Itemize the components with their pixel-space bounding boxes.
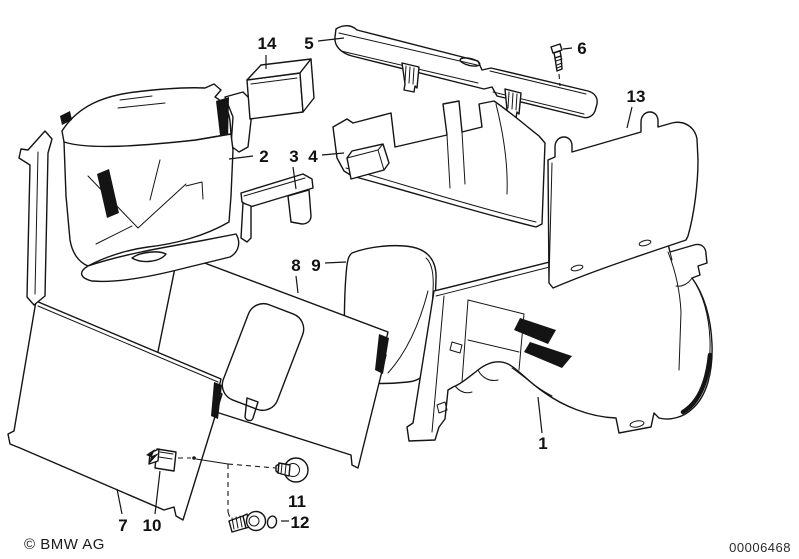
callout-1[interactable]: 1 xyxy=(538,434,547,453)
callout-13[interactable]: 13 xyxy=(627,87,646,106)
callout-6[interactable]: 6 xyxy=(577,39,586,58)
callout-2[interactable]: 2 xyxy=(259,147,268,166)
leader-line-3 xyxy=(292,166,297,190)
assembly-connector-lines xyxy=(178,456,277,519)
part-4-drawing xyxy=(332,100,546,228)
part-2-drawing xyxy=(18,83,253,306)
copyright-text: © BMW AG xyxy=(24,536,105,553)
callout-12[interactable]: 12 xyxy=(291,513,310,532)
leader-line-4 xyxy=(321,152,345,156)
doc-number: 00006468 xyxy=(729,540,791,555)
callout-10[interactable]: 10 xyxy=(143,516,162,535)
leader-line-5 xyxy=(317,37,345,42)
leader-line-8 xyxy=(295,275,299,294)
leader-line-10 xyxy=(154,470,161,515)
part-11-drawing xyxy=(275,457,309,483)
part-8-drawing xyxy=(149,252,389,469)
callout-9[interactable]: 9 xyxy=(311,256,320,275)
callout-4[interactable]: 4 xyxy=(308,147,318,166)
callout-14[interactable]: 14 xyxy=(258,34,277,53)
leader-line-7 xyxy=(116,488,123,515)
leader-line-6 xyxy=(562,47,573,50)
callout-8[interactable]: 8 xyxy=(291,256,300,275)
callout-5[interactable]: 5 xyxy=(304,34,313,53)
part-3-drawing xyxy=(240,173,314,243)
part-10-drawing xyxy=(146,448,177,472)
callout-7[interactable]: 7 xyxy=(118,516,127,535)
callout-11[interactable]: 11 xyxy=(288,492,306,511)
part-14-drawing xyxy=(246,58,315,120)
leader-line-2 xyxy=(228,155,254,160)
callout-3[interactable]: 3 xyxy=(289,147,298,166)
part-5-drawing xyxy=(334,25,598,119)
part-13-drawing xyxy=(547,111,699,289)
part-6-drawing xyxy=(550,43,563,87)
leader-line-13 xyxy=(626,106,633,129)
leader-line-9 xyxy=(324,261,347,264)
leader-line-1 xyxy=(537,396,543,434)
part-12-drawing xyxy=(228,510,278,533)
